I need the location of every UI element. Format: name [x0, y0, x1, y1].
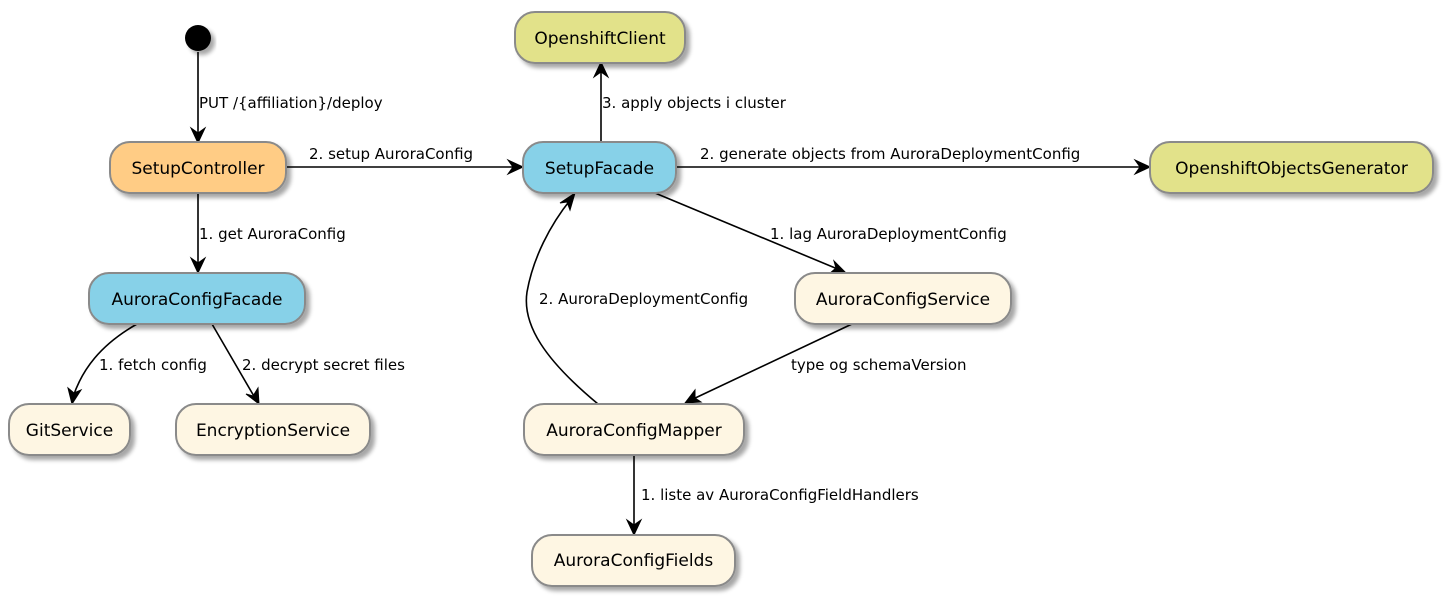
- edge-put-deploy: [189, 52, 207, 145]
- edge-liste-field-handlers: [625, 455, 643, 537]
- node-encryption-service-box: [175, 403, 371, 456]
- node-aurora-config-service: AuroraConfigService: [794, 272, 1012, 325]
- edge-aurora-deployment-config: [525, 191, 599, 405]
- node-openshift-client-label: OpenshiftClient: [534, 29, 666, 49]
- node-setup-facade: SetupFacade: [522, 141, 677, 194]
- node-aurora-config-facade: AuroraConfigFacade: [88, 272, 306, 325]
- node-setup-controller-label: SetupController: [131, 159, 264, 179]
- node-aurora-config-fields-label: AuroraConfigFields: [554, 551, 714, 571]
- edge-label-lag-deployment-config: 1. lag AuroraDeploymentConfig: [770, 225, 1007, 243]
- node-encryption-service: EncryptionService: [175, 403, 371, 456]
- node-git-service-label: GitService: [26, 421, 113, 441]
- edge-label-setup-aurora-config: 2. setup AuroraConfig: [309, 145, 473, 163]
- node-openshift-client-box: [514, 11, 686, 64]
- node-openshift-objects-generator: OpenshiftObjectsGenerator: [1149, 141, 1434, 194]
- node-aurora-config-mapper-box: [523, 403, 745, 456]
- node-aurora-config-fields-box: [531, 534, 736, 587]
- edge-type-schema-version: [683, 323, 853, 404]
- node-encryption-service-label: EncryptionService: [196, 421, 350, 441]
- node-aurora-config-facade-label: AuroraConfigFacade: [111, 290, 282, 310]
- node-setup-controller: SetupController: [109, 141, 287, 194]
- node-aurora-config-mapper: AuroraConfigMapper: [523, 403, 745, 456]
- edge-label-aurora-deployment-config: 2. AuroraDeploymentConfig: [539, 290, 748, 308]
- node-openshift-client: OpenshiftClient: [514, 11, 686, 64]
- edge-get-aurora-config: [189, 194, 207, 275]
- edge-generate-objects: [676, 158, 1152, 176]
- node-aurora-config-facade-box: [88, 272, 306, 325]
- node-setup-facade-label: SetupFacade: [545, 159, 654, 179]
- edge-label-fetch-config: 1. fetch config: [99, 356, 207, 374]
- start-node: [185, 25, 211, 51]
- node-openshift-objects-generator-label: OpenshiftObjectsGenerator: [1175, 159, 1408, 179]
- edge-fetch-config: [67, 323, 138, 406]
- node-setup-facade-box: [522, 141, 677, 194]
- edge-label-apply-objects: 3. apply objects i cluster: [602, 94, 787, 112]
- node-setup-controller-box: [109, 141, 287, 194]
- edge-decrypt-secret-files: [211, 323, 260, 406]
- node-git-service: GitService: [8, 403, 131, 456]
- edge-apply-objects: [592, 60, 610, 142]
- edge-label-generate-objects: 2. generate objects from AuroraDeploymen…: [700, 145, 1080, 163]
- node-git-service-box: [8, 403, 131, 456]
- edge-label-decrypt-secret-files: 2. decrypt secret files: [242, 356, 405, 374]
- edge-label-get-aurora-config: 1. get AuroraConfig: [199, 225, 346, 243]
- node-aurora-config-fields: AuroraConfigFields: [531, 534, 736, 587]
- edge-setup-aurora-config: [286, 158, 525, 176]
- node-aurora-config-service-label: AuroraConfigService: [816, 290, 990, 310]
- edge-label-liste-field-handlers: 1. liste av AuroraConfigFieldHandlers: [641, 486, 919, 504]
- edge-label-put-deploy: PUT /{affiliation}/deploy: [199, 94, 383, 112]
- node-aurora-config-mapper-label: AuroraConfigMapper: [546, 421, 722, 441]
- node-openshift-objects-generator-box: [1149, 141, 1434, 194]
- edge-label-type-schema-version: type og schemaVersion: [791, 356, 967, 374]
- node-aurora-config-service-box: [794, 272, 1012, 325]
